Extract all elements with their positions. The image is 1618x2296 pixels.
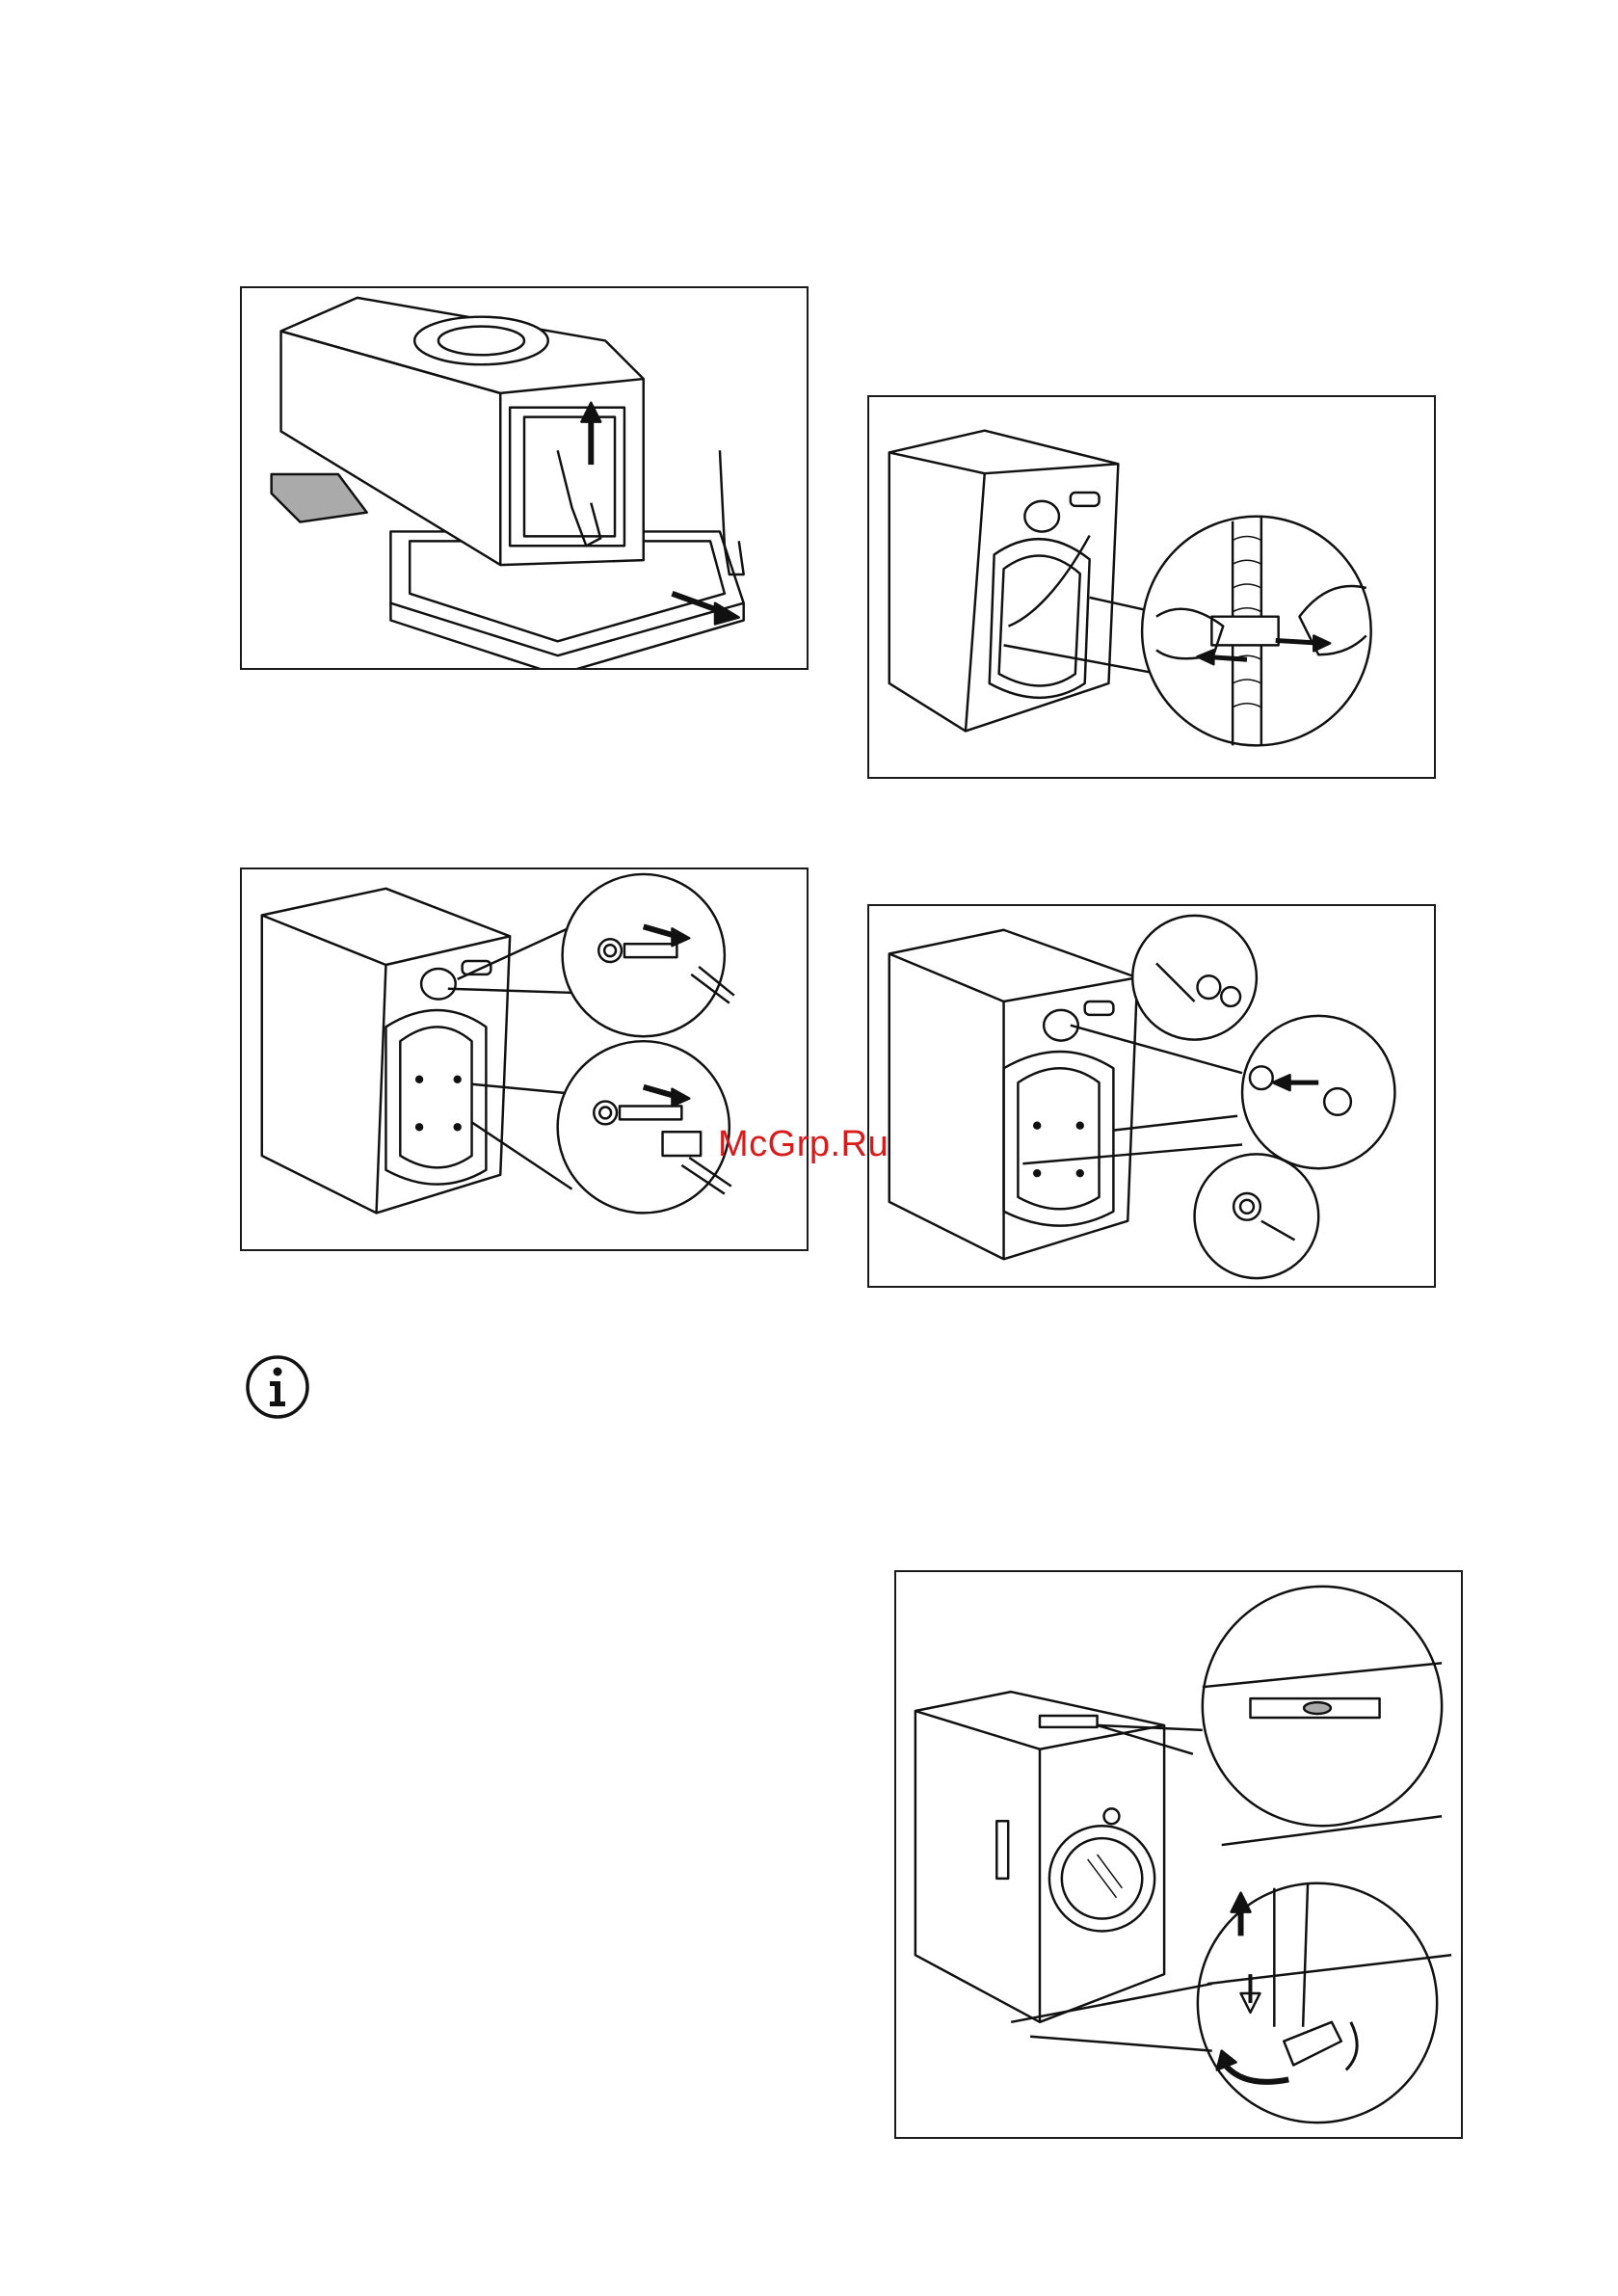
info-icon (244, 1353, 311, 1421)
illustration-lift-off-base (242, 288, 807, 668)
illustration-levelling (896, 1572, 1461, 2137)
figure-insert-caps (867, 904, 1436, 1288)
illustration-hose-clips (869, 397, 1434, 777)
illustration-insert-caps (869, 906, 1434, 1286)
watermark-text: McGrp.Ru (718, 1124, 889, 1165)
figure-hose-clips (867, 395, 1436, 779)
figure-transit-bolts (240, 868, 809, 1251)
figure-lift-off-base (240, 286, 809, 670)
illustration-transit-bolts (242, 869, 807, 1249)
figure-levelling (894, 1570, 1463, 2139)
